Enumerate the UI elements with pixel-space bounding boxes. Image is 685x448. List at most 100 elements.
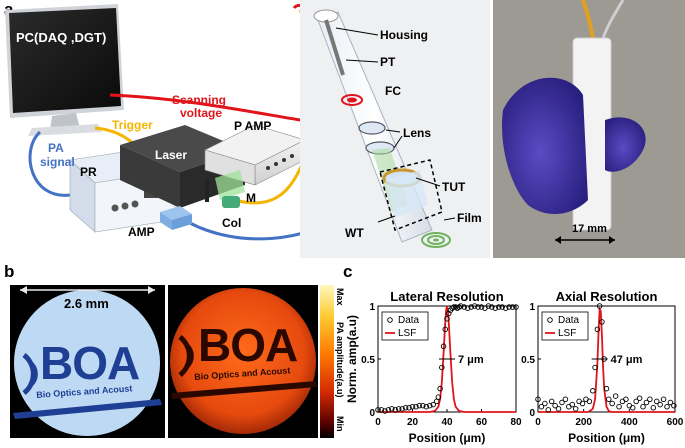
colorbar-min: Min	[335, 416, 345, 432]
chart1-data-point	[395, 406, 402, 412]
chart1-data-point	[440, 343, 447, 350]
chart1-data-point	[399, 406, 405, 412]
label-film: Film	[457, 211, 482, 225]
chart2-data-point	[667, 399, 674, 406]
pa-target-image	[168, 285, 318, 438]
label-pc: PC(DAQ ,DGT)	[16, 30, 107, 45]
colorbar-label: PA amplitude(a.u)	[335, 322, 345, 398]
chart1-xtick-label: 0	[375, 417, 381, 428]
chart1-title: Lateral Resolution	[390, 289, 503, 304]
chart1-data-point	[458, 303, 464, 309]
chart1-data-point	[468, 304, 474, 310]
probe-drawing	[313, 9, 456, 248]
chart2-data-point	[569, 401, 576, 408]
chart1-data-point	[451, 304, 457, 310]
chart2-data-point	[643, 399, 650, 406]
chart1-data-point	[430, 401, 436, 408]
probe-photo	[493, 0, 685, 258]
colorbar-max: Max	[335, 288, 345, 306]
chart1-data-point	[435, 394, 442, 400]
chart1-data-point	[375, 407, 381, 413]
chart1-xtick-label: 40	[441, 417, 453, 428]
chart2-data-point	[545, 407, 552, 413]
chart1-data-point	[461, 304, 468, 310]
chart1-data-point	[389, 406, 395, 412]
chart1-xtick-label: 20	[407, 417, 419, 428]
chart2-data-point	[538, 403, 545, 410]
focused-transducer-icon	[341, 94, 363, 106]
chart2-data-point	[616, 403, 622, 410]
chart2-data-point	[535, 396, 541, 403]
pc-monitor	[5, 4, 124, 136]
chart2-data-point	[612, 393, 619, 399]
chart2-data-point	[603, 385, 610, 392]
chart2-xlabel: Position (μm)	[568, 431, 645, 445]
chart2-xtick-label: 400	[621, 417, 638, 428]
chart2-data-point	[559, 399, 565, 406]
chart2-data-point	[579, 400, 586, 407]
chart1-data-point	[439, 364, 445, 371]
chart1-data-point	[489, 304, 495, 310]
chart1-data-point	[464, 305, 471, 311]
chart1-xlabel: Position (μm)	[409, 431, 486, 445]
chart2-legend-data-label: Data	[558, 315, 580, 326]
chart1-data-point	[413, 403, 419, 410]
chart2-data-point	[636, 395, 643, 401]
label-trigger: Trigger	[112, 118, 153, 132]
chart1-data-point	[496, 304, 502, 310]
chart2-data-point	[640, 403, 646, 410]
label-col: Col	[222, 216, 242, 230]
label-p-amp: P AMP	[234, 119, 272, 133]
chart1-data-point	[423, 403, 430, 410]
chart1-data-point	[392, 407, 399, 413]
scale-bar-label: 2.6 mm	[64, 296, 109, 311]
chart2-data-point	[572, 406, 579, 412]
chart1-data-point	[444, 315, 450, 322]
schematic-labels: PC(DAQ ,DGT) Scanning voltage Trigger P …	[0, 0, 490, 258]
schematic-drawing	[5, 0, 490, 258]
chart2-ytick-label: 0	[529, 408, 535, 419]
chart1-ytick-label: 1	[369, 302, 375, 313]
chart2-xtick-label: 0	[535, 417, 541, 428]
chart1-data-point	[437, 385, 443, 392]
optical-target-image	[10, 285, 165, 438]
photo-scale-label: 17 mm	[572, 223, 607, 235]
panel-label-c: c	[343, 262, 353, 281]
optical-logo-text: BOA	[40, 337, 140, 389]
chart2-data-point	[671, 402, 677, 409]
chart2-data-point	[609, 400, 615, 407]
chart1-data-point	[471, 303, 478, 309]
chart2-data-point	[623, 396, 629, 403]
label-voltage: voltage	[180, 106, 223, 120]
chart1-data-point	[402, 405, 409, 411]
chart1-legend-box	[381, 311, 429, 341]
label-pr: PR	[80, 165, 97, 179]
chart2-xtick-label: 200	[575, 417, 592, 428]
label-m: M	[246, 191, 256, 205]
label-wt: WT	[345, 226, 364, 240]
chart2-data-point	[657, 401, 663, 408]
pa-signal-cable	[28, 130, 71, 197]
chart2-data-point	[592, 364, 598, 371]
label-amp: AMP	[128, 225, 155, 239]
chart1-data-point	[406, 405, 412, 411]
chart2-data-point	[555, 406, 562, 412]
chart2-data-point	[599, 319, 605, 325]
mirror-collimator	[205, 170, 245, 208]
chart2-data-point	[562, 396, 569, 403]
chart1-legend-data-label: Data	[398, 315, 420, 326]
chart1-data-point	[506, 304, 512, 310]
chart2-data-point	[647, 396, 653, 403]
chart2-data-point	[552, 402, 558, 409]
chart2-xtick-label: 600	[667, 417, 684, 428]
chart1-lsf-line	[378, 305, 516, 413]
chart2-data-point	[660, 396, 667, 403]
chart1-data-point	[382, 408, 388, 414]
label-scanning: Scanning	[172, 93, 227, 107]
chart1-data-point	[499, 304, 505, 310]
chart2-legend-data-marker	[547, 317, 553, 323]
chart1-data-point	[378, 407, 385, 413]
label-fc: FC	[385, 84, 401, 98]
chart2-data-point	[650, 405, 657, 411]
chart2-data-point	[653, 398, 660, 405]
